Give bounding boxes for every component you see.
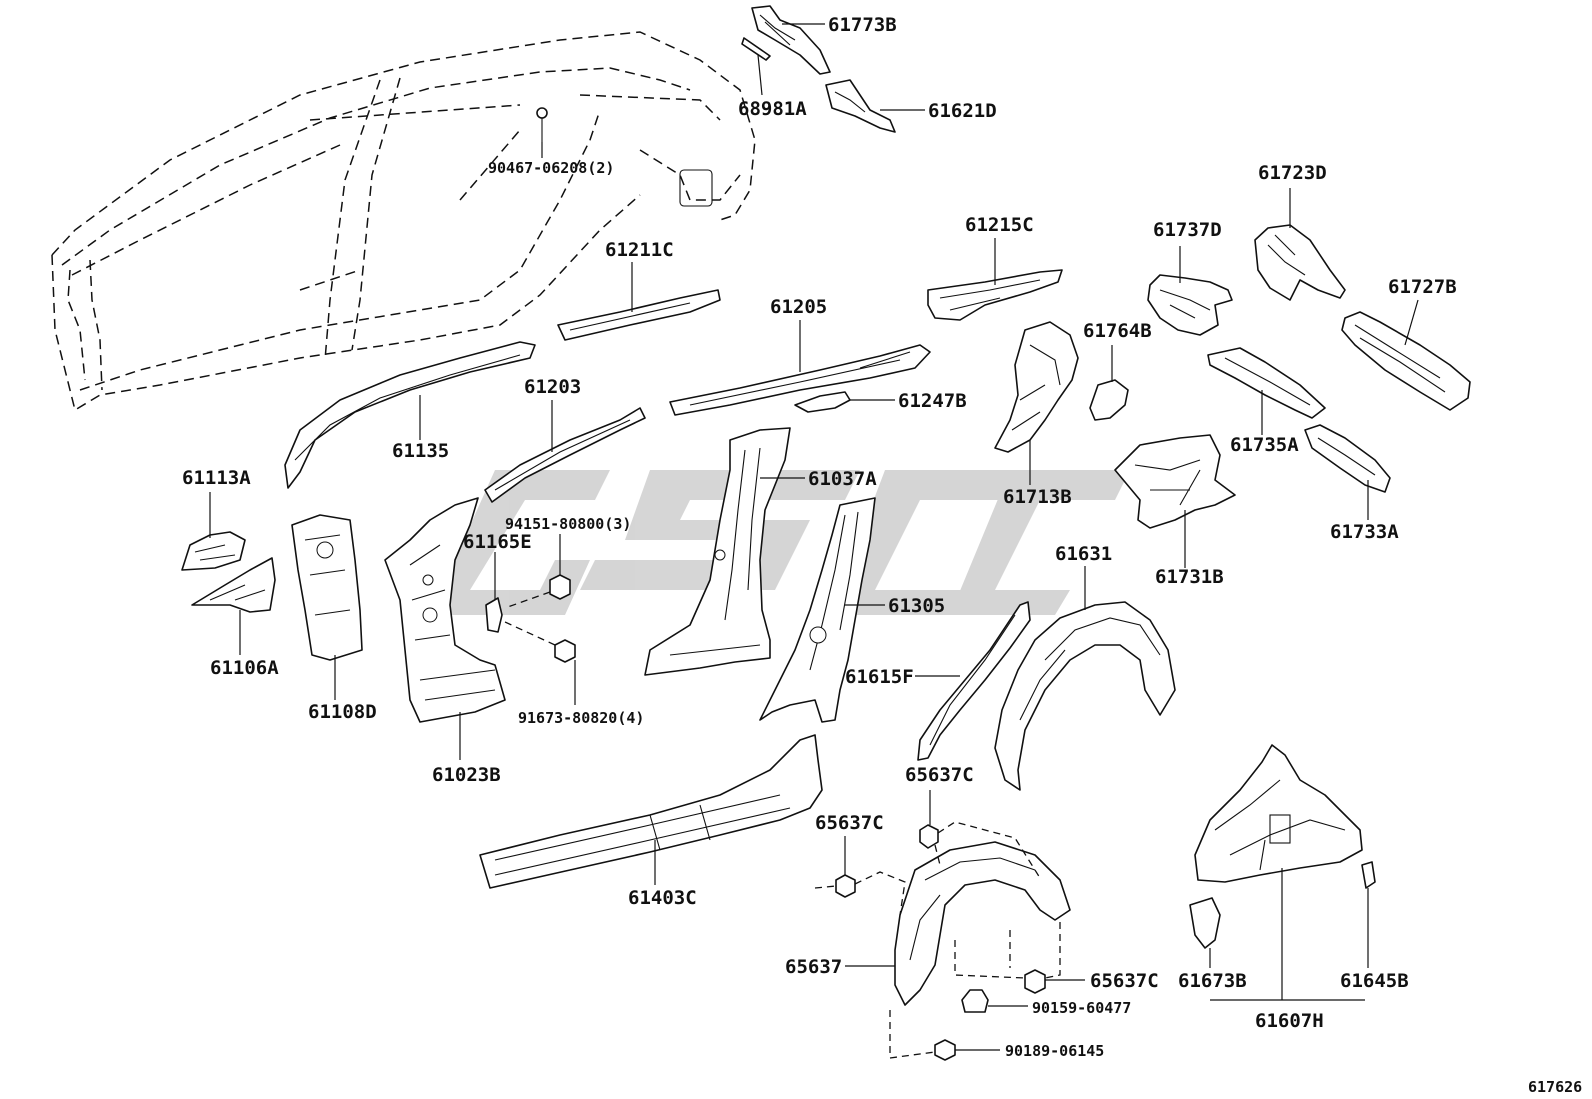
part-61733A	[1304, 424, 1391, 520]
label-61135: 61135	[392, 440, 449, 462]
part-61615F	[915, 601, 1031, 761]
part-61673B	[1189, 897, 1221, 968]
part-61645B	[1361, 861, 1376, 968]
part-61113A	[181, 492, 246, 571]
label-61305: 61305	[888, 595, 945, 617]
label-61733A: 61733A	[1330, 521, 1399, 543]
label-61106A: 61106A	[210, 657, 279, 679]
label-61607H: 61607H	[1255, 1010, 1324, 1032]
bolt-90467	[536, 107, 548, 158]
label-61727B: 61727B	[1388, 276, 1457, 298]
label-61631: 61631	[1055, 543, 1112, 565]
label-90159-60477: 90159-60477	[1032, 999, 1131, 1017]
label-61023B: 61023B	[432, 764, 501, 786]
clip-65637C-c	[954, 922, 1085, 994]
label-94151-80800: 94151-80800(3)	[505, 515, 631, 533]
label-61108D: 61108D	[308, 701, 377, 723]
clip-65637C-b	[814, 836, 906, 916]
label-61215C: 61215C	[965, 214, 1034, 236]
part-61108D	[291, 514, 363, 700]
part-61403C	[479, 734, 823, 889]
part-61713B	[994, 321, 1079, 485]
bolt-91673	[504, 621, 576, 705]
label-61165E: 61165E	[463, 531, 532, 553]
part-68981A	[741, 37, 771, 96]
label-61203: 61203	[524, 376, 581, 398]
part-61305	[759, 497, 885, 723]
label-61403C: 61403C	[628, 887, 697, 909]
part-61106A	[191, 557, 276, 655]
label-61205: 61205	[770, 296, 827, 318]
part-61773B	[751, 5, 831, 75]
label-90467-06208: 90467-06208(2)	[488, 159, 614, 177]
body-side-outline	[51, 31, 756, 412]
part-61205	[669, 320, 931, 416]
part-61607H	[1194, 744, 1365, 1001]
label-61645B: 61645B	[1340, 970, 1409, 992]
label-65637: 65637	[785, 956, 842, 978]
label-65637C-upper: 65637C	[905, 764, 974, 786]
clip-65637C-a	[919, 790, 1041, 879]
part-61731B	[1114, 434, 1236, 568]
label-61615F: 61615F	[845, 666, 914, 688]
label-65637C-middle: 65637C	[815, 812, 884, 834]
nut-94151	[504, 534, 571, 609]
label-61735A: 61735A	[1230, 434, 1299, 456]
part-61203	[484, 400, 646, 503]
part-61165E	[485, 552, 503, 633]
figure-id: 617626	[1528, 1078, 1582, 1096]
part-65637	[845, 841, 1071, 1006]
part-61764B	[1089, 345, 1129, 421]
label-61621D: 61621D	[928, 100, 997, 122]
label-61737D: 61737D	[1153, 219, 1222, 241]
label-61247B: 61247B	[898, 390, 967, 412]
part-labels: 61773B 68981A 61621D 90467-06208(2) 6172…	[182, 14, 1582, 1096]
part-61727B	[1341, 299, 1471, 411]
label-61113A: 61113A	[182, 467, 251, 489]
part-61723D	[1254, 188, 1346, 301]
part-61023B	[384, 497, 506, 760]
part-61735A	[1207, 347, 1326, 435]
label-61731B: 61731B	[1155, 566, 1224, 588]
label-61673B: 61673B	[1178, 970, 1247, 992]
part-61737D	[1147, 246, 1233, 336]
clip-90159	[961, 989, 1028, 1013]
label-61713B: 61713B	[1003, 486, 1072, 508]
part-61211C	[557, 262, 721, 341]
part-61135	[284, 341, 536, 489]
label-61773B: 61773B	[828, 14, 897, 36]
label-61037A: 61037A	[808, 468, 877, 490]
label-90189-06145: 90189-06145	[1005, 1042, 1104, 1060]
part-61631	[994, 566, 1176, 791]
label-91673-80820: 91673-80820(4)	[518, 709, 644, 727]
clip-90189	[889, 1010, 1000, 1061]
part-61037A	[644, 427, 805, 676]
part-61621D	[825, 79, 925, 133]
label-61764B: 61764B	[1083, 320, 1152, 342]
label-61211C: 61211C	[605, 239, 674, 261]
label-61723D: 61723D	[1258, 162, 1327, 184]
label-65637C-lower: 65637C	[1090, 970, 1159, 992]
part-61247B	[794, 391, 895, 413]
label-68981A: 68981A	[738, 98, 807, 120]
part-61215C	[927, 238, 1063, 321]
